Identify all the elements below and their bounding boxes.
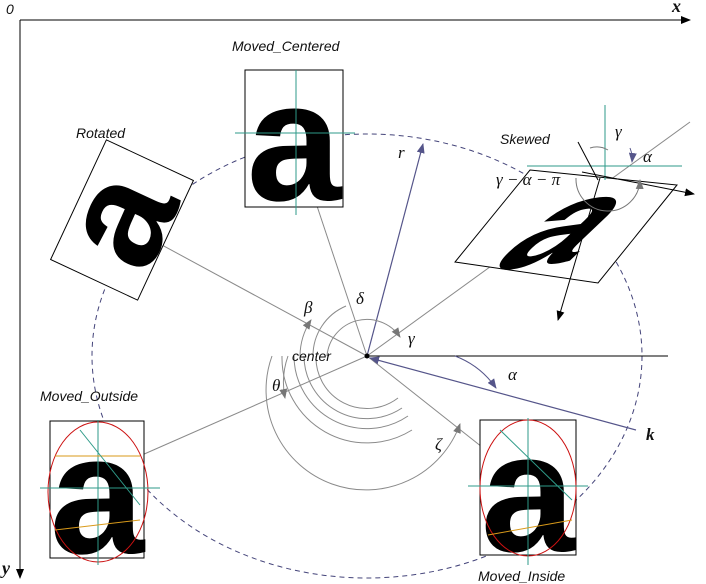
origin-label: 0: [6, 1, 14, 17]
k-label: k: [646, 425, 655, 444]
moved-outside-figure: Moved_Outside a: [40, 388, 160, 584]
y-axis-label: y: [0, 558, 11, 578]
angle-labels: r δ β γ α θ ζ k center: [272, 143, 655, 454]
beta-label: β: [303, 298, 313, 317]
rotated-label: Rotated: [76, 125, 126, 141]
coordinate-axes: 0 x y: [0, 0, 691, 579]
alpha-center-label: α: [508, 365, 518, 384]
center-label: center: [292, 348, 332, 364]
skew-expression-label: γ − α − π: [496, 170, 561, 189]
center-point: [364, 353, 370, 359]
moved-inside-figure: Moved_Inside a: [468, 398, 588, 584]
glyph-a-centered: a: [247, 47, 343, 237]
moved-centered-label: Moved_Centered: [232, 38, 341, 54]
gamma-center-label: γ: [408, 329, 416, 348]
moved-inside-label: Moved_Inside: [478, 568, 565, 584]
angle-arcs: [265, 305, 497, 491]
moved-centered-figure: Moved_Centered a: [232, 38, 355, 237]
rotated-figure: Rotated a: [23, 125, 211, 301]
skewed-label: Skewed: [500, 131, 551, 147]
skewed-figure: Skewed a γ α γ − α − π: [454, 105, 695, 321]
alpha-skew-label: α: [643, 147, 653, 166]
radius-vector: [366, 143, 425, 357]
theta-label: θ: [272, 376, 280, 395]
x-axis-label: x: [671, 0, 681, 16]
delta-label: δ: [356, 289, 365, 308]
zeta-label: ζ: [435, 435, 443, 454]
k-vector: [369, 356, 637, 431]
glyph-a-inside: a: [481, 398, 577, 584]
gamma-skew-label: γ: [615, 122, 623, 141]
moved-outside-label: Moved_Outside: [40, 388, 138, 404]
r-label: r: [398, 143, 405, 162]
